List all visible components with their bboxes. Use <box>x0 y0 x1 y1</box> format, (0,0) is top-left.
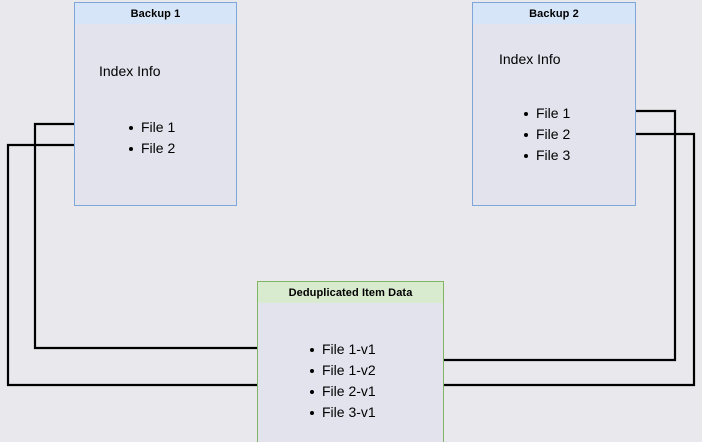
list-item: File 2 <box>128 138 175 159</box>
list-item: File 2 <box>523 124 570 145</box>
dedup-file-list: File 1-v1 File 1-v2 File 2-v1 File 3-v1 <box>309 339 376 423</box>
backup1-file-list: File 1 File 2 <box>128 117 175 159</box>
list-item: File 2-v1 <box>309 381 376 402</box>
backup2-body <box>473 24 635 205</box>
dedup-body <box>258 303 443 442</box>
backup2-index-label: Index Info <box>499 51 561 67</box>
backup1-body <box>75 24 236 205</box>
dedup-box: Deduplicated Item Data File 1-v1 File 1-… <box>257 281 444 442</box>
backup1-box: Backup 1 Index Info File 1 File 2 <box>74 2 237 206</box>
list-item: File 1 <box>128 117 175 138</box>
backup2-file-list: File 1 File 2 File 3 <box>523 103 570 166</box>
backup1-index-label: Index Info <box>99 63 161 79</box>
backup1-title: Backup 1 <box>75 3 236 25</box>
list-item: File 3 <box>523 145 570 166</box>
list-item: File 1 <box>523 103 570 124</box>
list-item: File 3-v1 <box>309 402 376 423</box>
backup2-box: Backup 2 Index Info File 1 File 2 File 3 <box>472 2 636 206</box>
list-item: File 1-v2 <box>309 360 376 381</box>
backup2-title: Backup 2 <box>473 3 635 25</box>
dedup-title: Deduplicated Item Data <box>258 282 443 304</box>
list-item: File 1-v1 <box>309 339 376 360</box>
